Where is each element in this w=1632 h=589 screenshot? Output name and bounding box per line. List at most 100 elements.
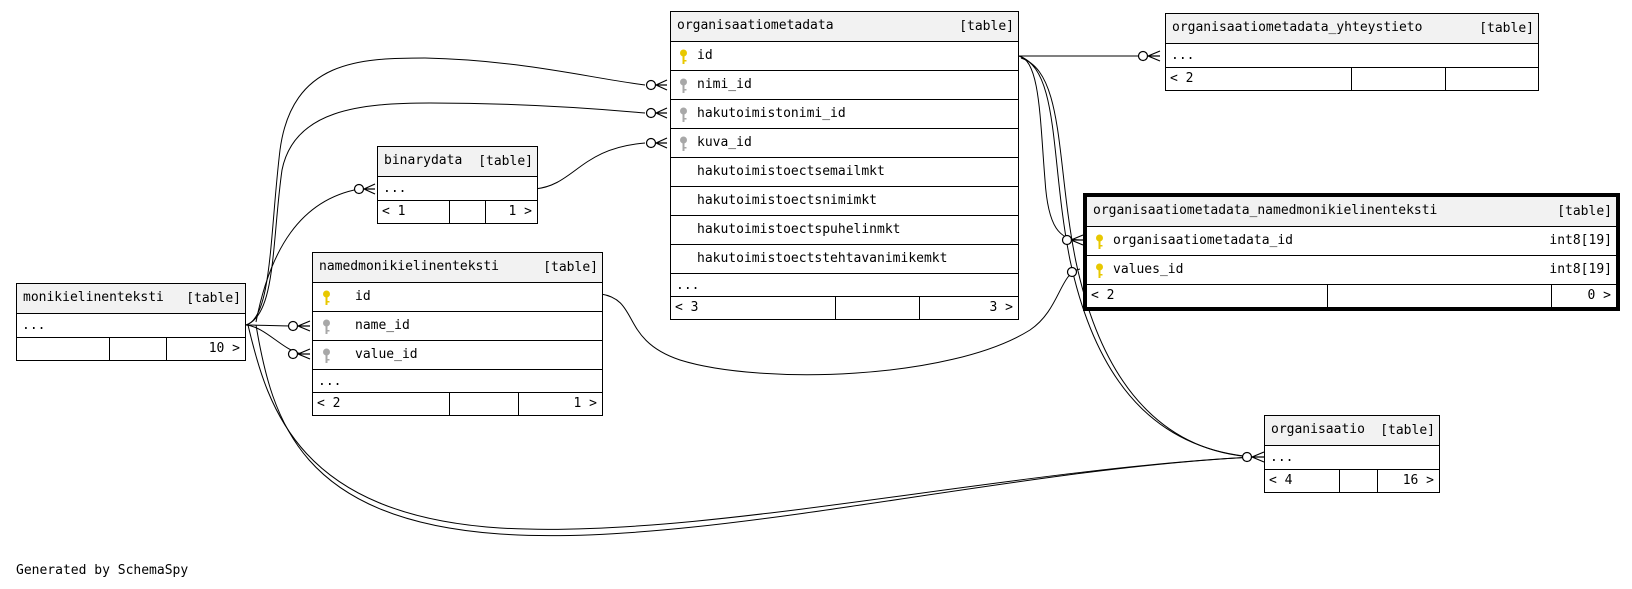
children-link[interactable]: 3 > xyxy=(919,297,1018,319)
children-link[interactable]: 1 > xyxy=(518,393,602,415)
column-row: id xyxy=(313,282,602,311)
parents-link[interactable]: < 2 xyxy=(1166,68,1351,90)
rows-cell xyxy=(449,201,485,223)
column-row: hakutoimistoectspuhelinmkt xyxy=(671,215,1018,244)
column-name: hakutoimistoectstehtavanimikemkt xyxy=(697,251,948,266)
table-organisaatiometadata-namedmonikielinenteksti[interactable]: organisaatiometadata_namedmonikielinente… xyxy=(1083,193,1620,311)
children-count: 1 > xyxy=(573,396,597,411)
rows-cell xyxy=(835,297,919,319)
table-kind: [table] xyxy=(186,291,241,306)
column-row: value_id xyxy=(313,340,602,369)
table-header: organisaatiometadata_yhteystieto [table] xyxy=(1166,14,1538,43)
table-header: organisaatiometadata_namedmonikielinente… xyxy=(1087,197,1616,226)
ellipsis-text: ... xyxy=(383,181,407,196)
more-columns[interactable]: ... xyxy=(1166,43,1538,67)
children-link[interactable]: 1 > xyxy=(485,201,537,223)
table-name: organisaatiometadata_namedmonikielinente… xyxy=(1093,203,1438,218)
column-name: nimi_id xyxy=(697,77,752,92)
table-kind: [table] xyxy=(1479,21,1534,36)
column-name: kuva_id xyxy=(697,135,752,150)
column-name: id xyxy=(697,48,713,63)
table-organisaatiometadata-yhteystieto[interactable]: organisaatiometadata_yhteystieto [table]… xyxy=(1165,13,1539,91)
table-footer: < 1 1 > xyxy=(378,200,537,223)
children-link[interactable]: 16 > xyxy=(1377,470,1439,492)
ellipsis-text: ... xyxy=(1171,48,1195,63)
primary-key-icon xyxy=(680,49,687,64)
column-row: kuva_id xyxy=(671,128,1018,157)
table-name: organisaatiometadata_yhteystieto xyxy=(1172,20,1423,35)
parents-link[interactable]: < 1 xyxy=(378,201,449,223)
table-header: organisaatiometadata [table] xyxy=(671,12,1018,41)
table-header: organisaatio [table] xyxy=(1265,416,1439,445)
table-monikielinenteksti[interactable]: monikielinenteksti [table] ... 10 > xyxy=(16,283,246,361)
parents-count: < 2 xyxy=(1170,71,1194,86)
column-name: organisaatiometadata_id xyxy=(1113,233,1294,248)
column-name: values_id xyxy=(1113,262,1184,277)
column-row: hakutoimistoectstehtavanimikemkt xyxy=(671,244,1018,273)
table-name: organisaatio xyxy=(1271,422,1365,437)
more-columns[interactable]: ... xyxy=(313,369,602,392)
column-row: organisaatiometadata_id int8[19] xyxy=(1087,226,1616,255)
table-organisaatiometadata[interactable]: organisaatiometadata [table] id nimi_id … xyxy=(670,11,1019,320)
primary-key-icon xyxy=(1096,263,1103,278)
more-columns[interactable]: ... xyxy=(671,273,1018,296)
parents-link[interactable]: < 2 xyxy=(313,393,449,415)
parents-count: < 4 xyxy=(1269,473,1293,488)
table-name: organisaatiometadata xyxy=(677,18,834,33)
more-columns[interactable]: ... xyxy=(1265,445,1439,469)
table-binarydata[interactable]: binarydata [table] ... < 1 1 > xyxy=(377,146,538,224)
table-kind: [table] xyxy=(478,154,533,169)
column-type: int8[19] xyxy=(1549,262,1612,277)
more-columns[interactable]: ... xyxy=(378,176,537,200)
more-columns[interactable]: ... xyxy=(17,313,245,337)
table-organisaatio[interactable]: organisaatio [table] ... < 4 16 > xyxy=(1264,415,1440,493)
table-footer: < 2 xyxy=(1166,67,1538,90)
table-header: monikielinenteksti [table] xyxy=(17,284,245,313)
rows-cell xyxy=(109,338,166,360)
children-link[interactable]: 0 > xyxy=(1551,285,1616,307)
children-link[interactable]: 10 > xyxy=(166,338,245,360)
table-kind: [table] xyxy=(543,260,598,275)
table-name: namedmonikielinenteksti xyxy=(319,259,500,274)
parents-count: < 2 xyxy=(317,396,341,411)
parents-link[interactable] xyxy=(17,338,109,360)
parents-link[interactable]: < 3 xyxy=(671,297,835,319)
children-count: 16 > xyxy=(1402,473,1434,488)
children-count: 10 > xyxy=(208,341,240,356)
ellipsis-text: ... xyxy=(22,318,46,333)
foreign-key-icon xyxy=(323,348,330,363)
rows-cell xyxy=(1351,68,1445,90)
table-footer: 10 > xyxy=(17,337,245,360)
rows-cell xyxy=(1339,470,1377,492)
children-count: 0 > xyxy=(1587,288,1611,303)
children-count: 1 > xyxy=(508,204,532,219)
table-name: monikielinenteksti xyxy=(23,290,164,305)
foreign-key-icon xyxy=(323,319,330,334)
parents-count: < 1 xyxy=(382,204,406,219)
table-namedmonikielinenteksti[interactable]: namedmonikielinenteksti [table] id name_… xyxy=(312,252,603,416)
parents-link[interactable]: < 2 xyxy=(1087,285,1327,307)
column-row: name_id xyxy=(313,311,602,340)
parents-link[interactable]: < 4 xyxy=(1265,470,1339,492)
parents-count: < 3 xyxy=(675,300,699,315)
table-footer: < 3 3 > xyxy=(671,296,1018,319)
column-name: id xyxy=(355,289,371,304)
table-kind: [table] xyxy=(959,19,1014,34)
table-footer: < 4 16 > xyxy=(1265,469,1439,492)
children-link[interactable] xyxy=(1445,68,1538,90)
column-row: hakutoimistoectsemailmkt xyxy=(671,157,1018,186)
column-row: hakutoimistonimi_id xyxy=(671,99,1018,128)
table-footer: < 2 1 > xyxy=(313,392,602,415)
primary-key-icon xyxy=(323,290,330,305)
table-kind: [table] xyxy=(1557,204,1612,219)
children-count: 3 > xyxy=(989,300,1013,315)
column-row: values_id int8[19] xyxy=(1087,255,1616,284)
parents-count: < 2 xyxy=(1091,288,1115,303)
column-name: hakutoimistoectsnimimkt xyxy=(697,193,878,208)
column-name: hakutoimistonimi_id xyxy=(697,106,846,121)
rows-cell xyxy=(1327,285,1551,307)
foreign-key-icon xyxy=(680,107,687,122)
ellipsis-text: ... xyxy=(1270,450,1294,465)
column-name: hakutoimistoectsemailmkt xyxy=(697,164,885,179)
